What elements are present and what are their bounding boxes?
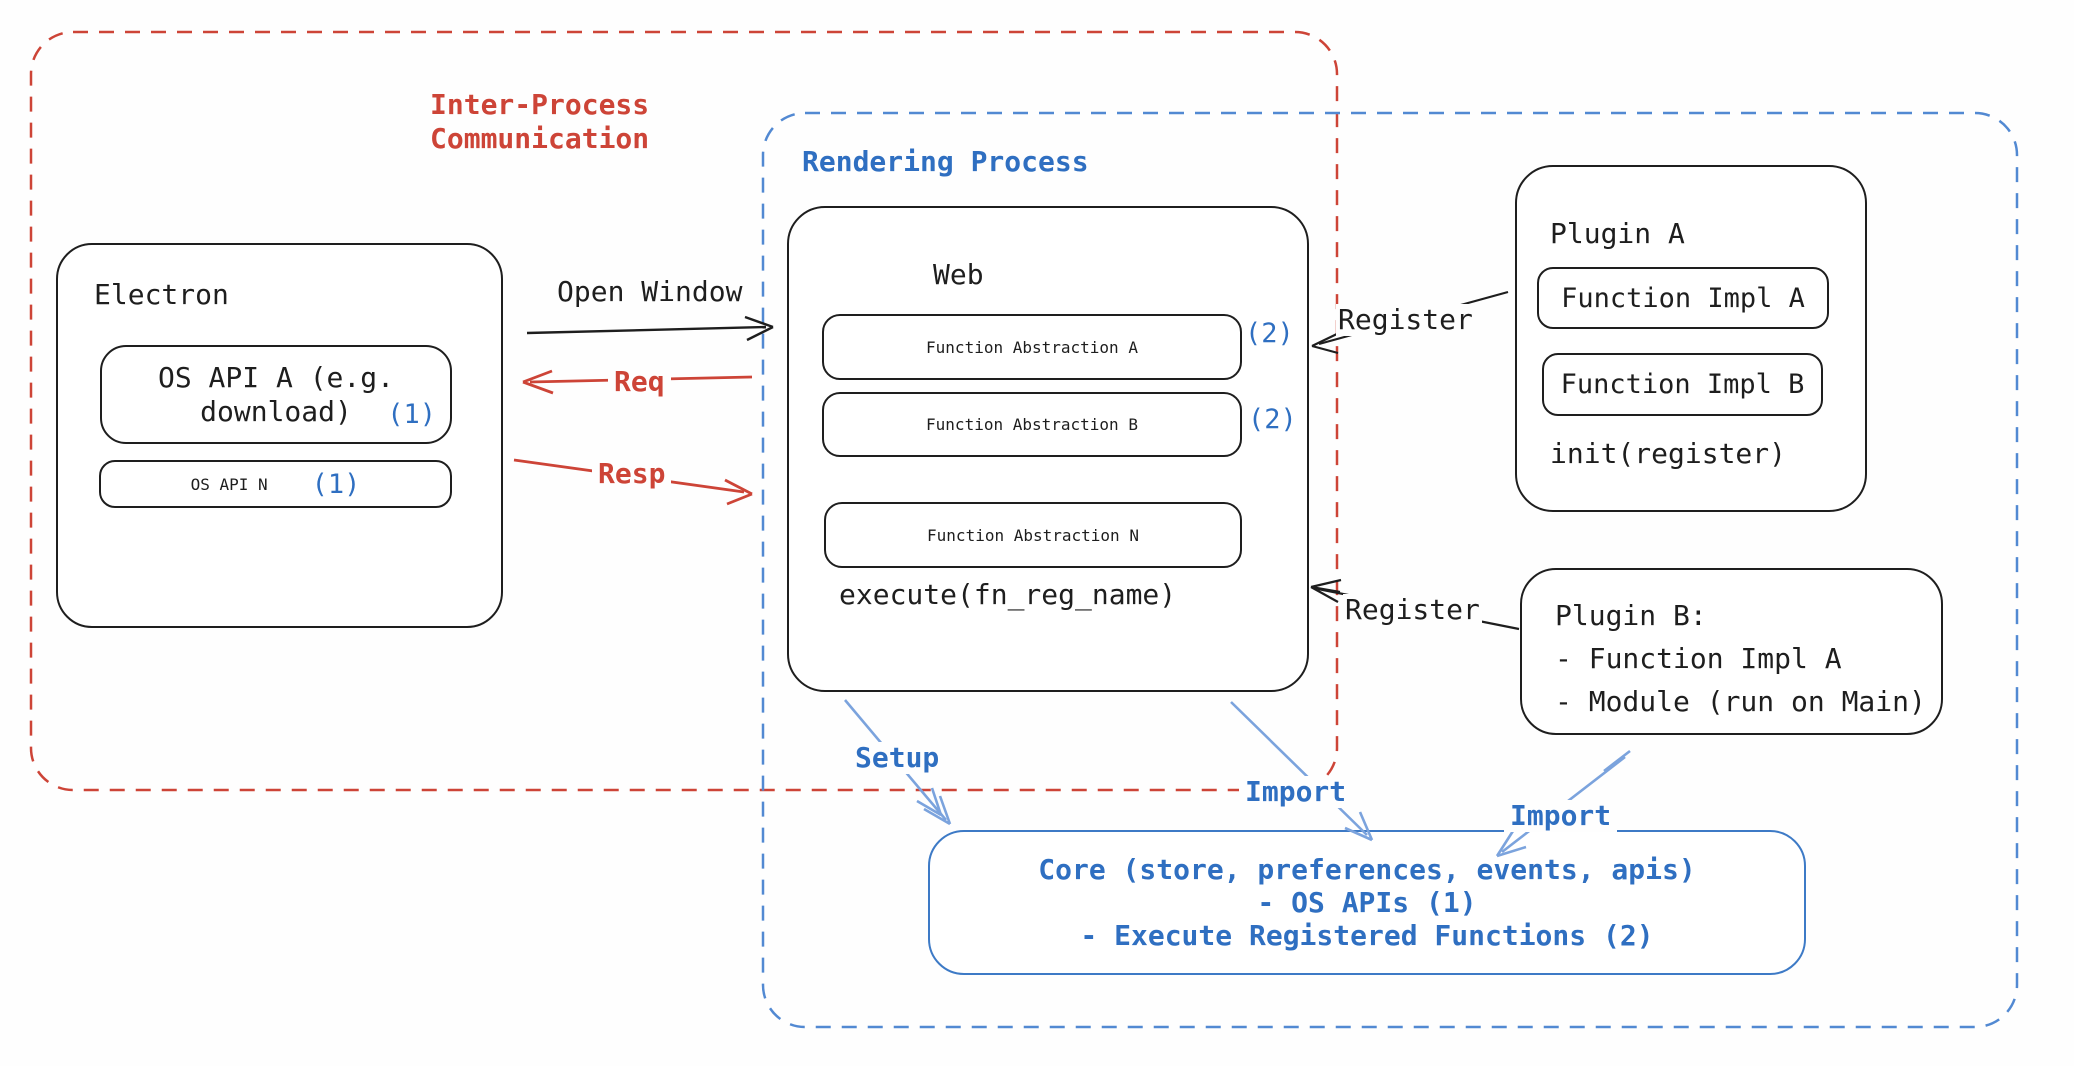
open-window-label: Open Window	[557, 275, 743, 308]
function-abstraction-n-box: Function Abstraction N	[824, 502, 1242, 568]
rendering-process-title: Rendering Process	[802, 145, 1089, 178]
plugin-b-lines: Plugin B: - Function Impl A - Module (ru…	[1555, 599, 1926, 718]
import-web-label: Import	[1239, 776, 1353, 808]
req-label: Req	[608, 366, 671, 398]
fa-a-tag: (2)	[1245, 318, 1294, 349]
plugin-a-init-label: init(register)	[1550, 437, 1787, 470]
setup-label: Setup	[849, 742, 946, 774]
os-api-n-label: OS API N	[190, 474, 268, 494]
plugin-a-title: Plugin A	[1550, 217, 1685, 250]
execute-label: execute(fn_reg_name)	[839, 578, 1177, 611]
web-box: Web Function Abstraction A Function Abst…	[787, 206, 1309, 692]
function-impl-a-box: Function Impl A	[1537, 267, 1829, 329]
os-api-n-tag: (1)	[311, 468, 361, 500]
import-plugin-label: Import	[1504, 800, 1618, 832]
fa-b-tag: (2)	[1248, 404, 1297, 435]
os-api-a-box: OS API A (e.g. download) (1)	[100, 345, 452, 444]
os-api-a-tag: (1)	[387, 399, 436, 430]
resp-label: Resp	[592, 458, 672, 490]
plugin-a-box: Plugin A Function Impl A Function Impl B…	[1515, 165, 1867, 512]
os-api-a-label: OS API A (e.g. download)	[157, 360, 394, 428]
open-window-arrow	[526, 315, 774, 342]
function-abstraction-b-box: Function Abstraction B	[822, 392, 1242, 457]
register-bottom-label: Register	[1343, 593, 1482, 626]
core-box: Core (store, preferences, events, apis) …	[928, 830, 1806, 975]
plugin-b-box: Plugin B: - Function Impl A - Module (ru…	[1520, 568, 1943, 735]
function-abstraction-a-box: Function Abstraction A	[822, 314, 1242, 380]
electron-title: Electron	[94, 278, 229, 311]
ipc-title: Inter-Process Communication	[430, 88, 650, 155]
register-top-label: Register	[1336, 303, 1475, 336]
os-api-n-box: OS API N (1)	[99, 460, 452, 508]
import-web-arrow	[1230, 701, 1374, 842]
web-title: Web	[933, 258, 984, 291]
electron-box: Electron OS API A (e.g. download) (1) OS…	[56, 243, 503, 628]
function-impl-b-box: Function Impl B	[1542, 353, 1823, 416]
